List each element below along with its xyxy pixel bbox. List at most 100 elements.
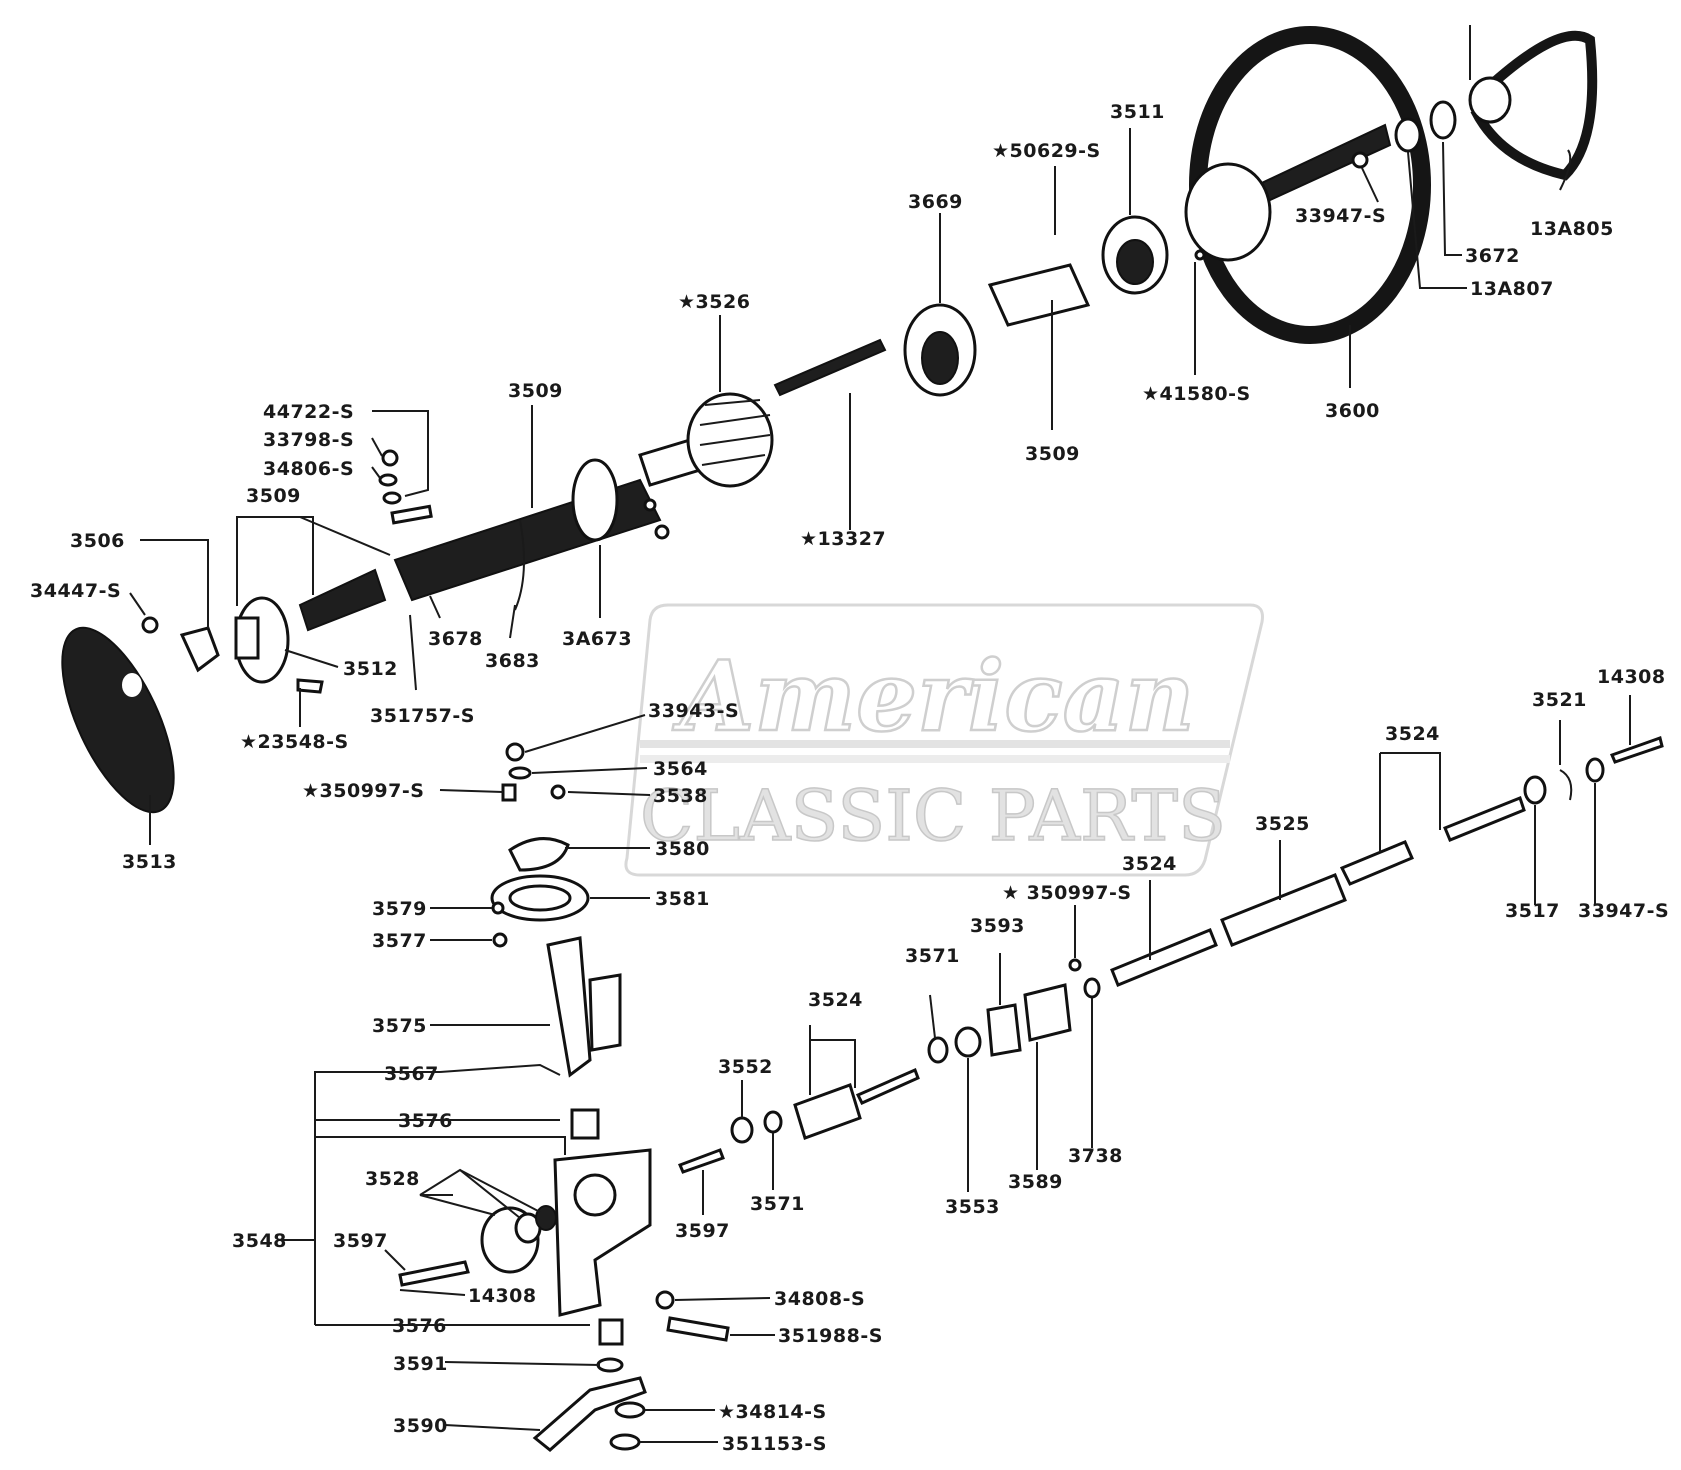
label-3738: 3738 <box>1068 1145 1123 1167</box>
label-3576-a: 3576 <box>398 1110 453 1132</box>
label-3538: 3538 <box>653 785 708 807</box>
bushing-3576-a <box>570 1108 600 1140</box>
sector-3575-arm <box>588 973 622 1052</box>
label-13327: ★13327 <box>800 528 886 550</box>
label-33947-S-a: 33947-S <box>1295 205 1386 227</box>
label-3678: 3678 <box>428 628 483 650</box>
housing-3548-bore <box>573 1173 617 1217</box>
screw-3577 <box>492 932 508 948</box>
watermark-subtitle: CLASSIC PARTS <box>640 775 1226 857</box>
hardware-44722 <box>382 491 402 505</box>
label-3580: 3580 <box>655 838 710 860</box>
bolt-350997 <box>501 783 517 802</box>
bolt-14308-b <box>1609 736 1664 764</box>
label-13A805: 13A805 <box>1530 218 1614 240</box>
label-3524-c: 3524 <box>1385 723 1440 745</box>
screw-3597-a <box>398 1260 470 1287</box>
label-33947-S-b: 33947-S <box>1578 900 1669 922</box>
label-3509-lower: 3509 <box>246 485 301 507</box>
steering-wheel-hub <box>1184 162 1272 262</box>
label-34814-S: ★34814-S <box>718 1401 827 1423</box>
label-3591: 3591 <box>393 1353 448 1375</box>
label-3600: 3600 <box>1325 400 1380 422</box>
label-3579: 3579 <box>372 898 427 920</box>
label-50629-S: ★50629-S <box>992 140 1101 162</box>
rod-13327-shape <box>773 338 887 397</box>
label-3553: 3553 <box>945 1196 1000 1218</box>
pitman-arm-3590 <box>532 1376 647 1452</box>
label-3528: 3528 <box>365 1168 420 1190</box>
nut-33943 <box>505 742 525 762</box>
screw-a <box>654 524 670 540</box>
label-3A673: 3A673 <box>562 628 632 650</box>
label-3524-a: 3524 <box>808 989 863 1011</box>
shaft-3524-a <box>855 1067 920 1105</box>
bolt-23548 <box>296 678 324 694</box>
shaft-3524-b <box>1110 928 1218 987</box>
sleeve-3509-upper-shape <box>987 263 1091 327</box>
label-34808-S: 34808-S <box>774 1288 865 1310</box>
label-3576-b: 3576 <box>392 1315 447 1337</box>
nut-34808 <box>655 1290 675 1310</box>
plate-3513-shape <box>61 626 175 814</box>
label-3564: 3564 <box>653 758 708 780</box>
horn-ring-13A805-hub <box>1468 76 1512 124</box>
nut-34447-shape <box>141 616 159 634</box>
flange-hub <box>234 616 260 660</box>
label-351988-S: 351988-S <box>778 1325 883 1347</box>
horn-3511-inner <box>1116 239 1154 285</box>
label-34806-S: 34806-S <box>263 458 354 480</box>
cover-3589 <box>1023 983 1072 1042</box>
column-collar-3A673 <box>571 458 619 542</box>
ring-3528-c <box>535 1205 557 1231</box>
label-3590: 3590 <box>393 1415 448 1437</box>
cover-3580 <box>508 837 570 872</box>
label-3511: 3511 <box>1110 101 1165 123</box>
shaft-3524-c <box>1339 840 1414 886</box>
label-351153-S: 351153-S <box>722 1433 827 1455</box>
label-3509-column: 3509 <box>508 380 563 402</box>
label-3571-b: 3571 <box>905 945 960 967</box>
nut-33947-a <box>1351 151 1369 169</box>
cap-3669-inner <box>921 331 959 385</box>
worm-3524 <box>793 1083 862 1140</box>
label-350997-S-a: ★350997-S <box>302 780 424 802</box>
cup-3553 <box>954 1026 982 1058</box>
watermark: American CLASSIC PARTS <box>624 603 1264 877</box>
screw-b <box>643 498 657 512</box>
label-3525: 3525 <box>1255 813 1310 835</box>
label-33943-S: 33943-S <box>648 700 739 722</box>
label-3571-a: 3571 <box>750 1193 805 1215</box>
label-3597-b: 3597 <box>675 1220 730 1242</box>
column-tube-shape <box>393 478 662 602</box>
rod-3597-b <box>678 1148 725 1174</box>
bushing-3576-b <box>598 1318 624 1346</box>
label-44722-S: 44722-S <box>263 401 354 423</box>
label-23548-S: ★23548-S <box>240 731 349 753</box>
plate-hole <box>122 673 142 697</box>
label-3593: 3593 <box>970 915 1025 937</box>
bolt-350997-b <box>1068 958 1082 972</box>
label-3524-b: 3524 <box>1122 853 1177 875</box>
clip-3678 <box>390 504 433 525</box>
label-3526: ★3526 <box>678 291 750 313</box>
clip-3521 <box>1559 769 1573 801</box>
label-3521: 3521 <box>1532 689 1587 711</box>
leader-lines <box>129 128 1631 1443</box>
tube-3525 <box>1220 873 1347 947</box>
spring-13A807 <box>1394 117 1422 153</box>
tube-3509-lower-shape <box>298 568 387 632</box>
label-41580-S: ★41580-S <box>1142 383 1251 405</box>
horn-ring-13A805 <box>1470 30 1598 181</box>
part-labels: 13A805 3672 13A807 33947-S 3511 ★50629-S… <box>30 101 1669 1455</box>
label-3672: 3672 <box>1465 245 1520 267</box>
label-14308-a: 14308 <box>468 1285 537 1307</box>
washer-3591 <box>596 1357 624 1373</box>
label-3567: 3567 <box>384 1063 439 1085</box>
label-13A807: 13A807 <box>1470 278 1554 300</box>
gasket-3581-inner <box>508 884 572 912</box>
hardware-33798 <box>381 449 399 467</box>
label-3548: 3548 <box>232 1230 287 1252</box>
label-3581: 3581 <box>655 888 710 910</box>
